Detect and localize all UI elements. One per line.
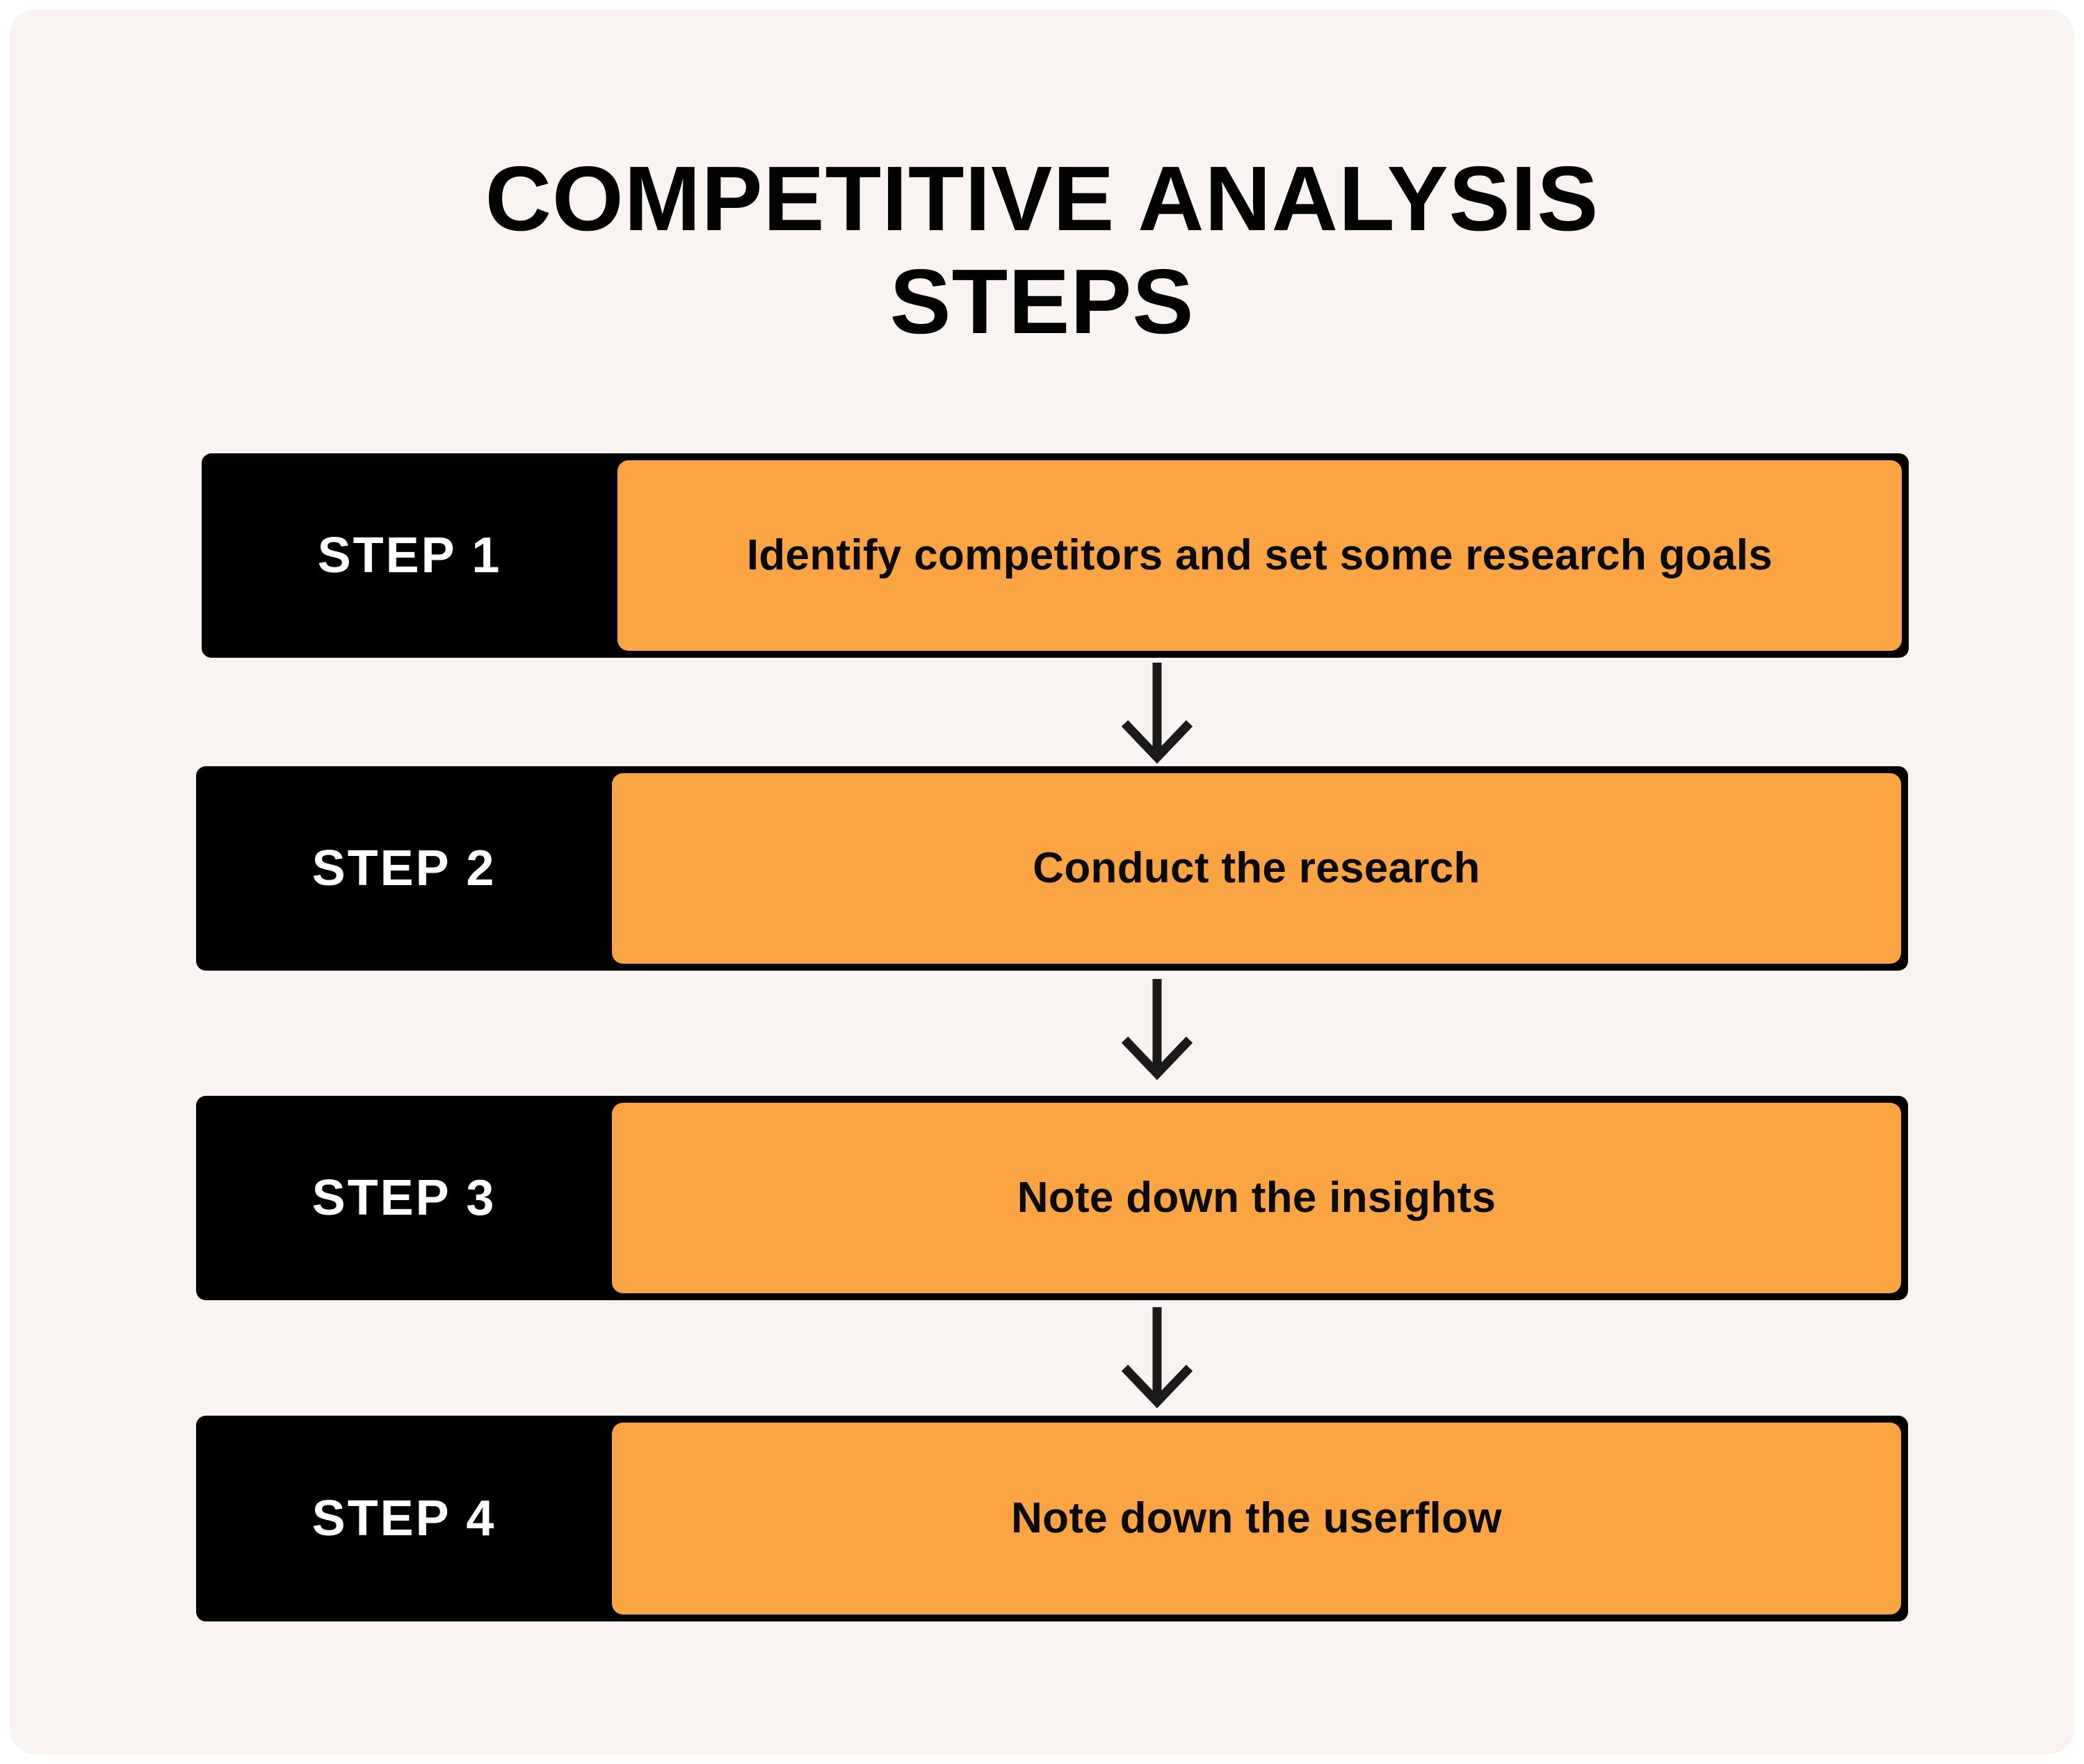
step-row-3[interactable]: STEP 3 Note down the insights (196, 1096, 1908, 1300)
step-badge-label-3: STEP 3 (312, 1170, 496, 1226)
step-row-4[interactable]: STEP 4 Note down the userflow (196, 1416, 1908, 1621)
page-title: COMPETITIVE ANALYSIS STEPS (10, 147, 2074, 353)
steps-list: STEP 1 Identify competitors and set some… (10, 10, 2074, 1754)
step-badge-label-4: STEP 4 (312, 1491, 496, 1546)
step-row-2[interactable]: STEP 2 Conduct the research (196, 766, 1908, 971)
step-panel-4: Note down the userflow (612, 1423, 1901, 1615)
step-text-1: Identify competitors and set some resear… (746, 531, 1773, 579)
step-text-4: Note down the userflow (1011, 1494, 1502, 1542)
step-row-1[interactable]: STEP 1 Identify competitors and set some… (202, 453, 1909, 658)
step-text-3: Note down the insights (1017, 1173, 1496, 1222)
step-panel-2: Conduct the research (612, 773, 1901, 964)
step-badge-label-1: STEP 1 (317, 528, 502, 583)
arrow-step2-to-step3 (1115, 976, 1199, 1081)
arrow-step3-to-step4 (1115, 1304, 1199, 1409)
page-title-line-1: COMPETITIVE ANALYSIS (485, 147, 1599, 250)
infographic-canvas: COMPETITIVE ANALYSIS STEPS STEP 1 Identi… (10, 10, 2074, 1754)
step-panel-1: Identify competitors and set some resear… (617, 460, 1902, 651)
arrow-step1-to-step2 (1115, 660, 1199, 764)
page-title-line-2: STEPS (889, 250, 1195, 353)
step-panel-3: Note down the insights (612, 1103, 1901, 1293)
step-badge-label-2: STEP 2 (312, 841, 496, 896)
step-text-2: Conduct the research (1033, 843, 1480, 892)
